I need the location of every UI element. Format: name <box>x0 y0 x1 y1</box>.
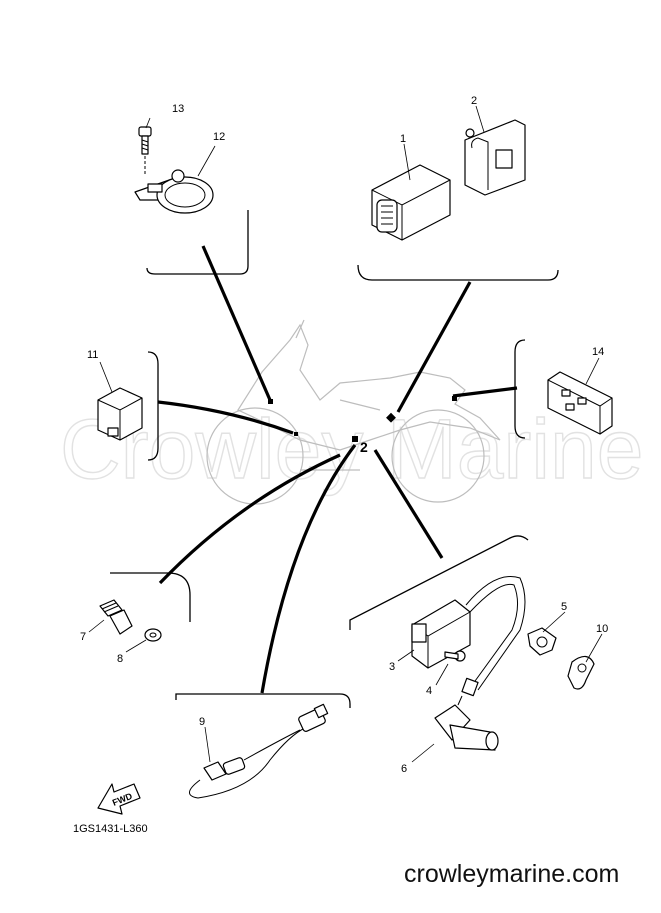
callout-10: 10 <box>596 623 608 635</box>
speed-sensor-7-icon <box>99 599 133 635</box>
connector-horn <box>201 245 272 401</box>
bracket-cdi <box>357 264 559 281</box>
callout-4: 4 <box>426 685 432 697</box>
sensor-9-icon <box>189 703 329 799</box>
callout-9: 9 <box>199 716 205 728</box>
fuse-box-14-icon <box>547 371 613 435</box>
connector-cdi <box>396 281 472 413</box>
callout-7: 7 <box>80 631 86 643</box>
bracket-coil <box>349 535 529 630</box>
connector-coil <box>373 449 444 559</box>
connector-relay <box>157 400 294 435</box>
callout-13: 13 <box>172 103 184 115</box>
washer-8-icon <box>144 628 162 642</box>
location-markers: 2 <box>268 396 457 455</box>
callout-2: 2 <box>471 95 477 107</box>
connector-fuse <box>452 386 518 398</box>
relay-11-icon <box>97 387 143 441</box>
leader-lines <box>88 105 603 763</box>
callout-5: 5 <box>561 601 567 613</box>
bracket-horn <box>146 210 249 275</box>
svg-text:2: 2 <box>360 439 368 455</box>
holder-2-icon <box>464 119 526 196</box>
horn-12-icon <box>134 169 214 214</box>
callout-8: 8 <box>117 653 123 665</box>
screw-4-icon <box>444 650 466 662</box>
plug-cap-6-icon <box>434 695 499 751</box>
callout-3: 3 <box>389 661 395 673</box>
site-url[interactable]: crowleymarine.com <box>404 860 619 888</box>
clamp-5-icon <box>527 627 557 656</box>
bracket-sensor <box>175 693 351 708</box>
bracket-relay <box>147 351 159 461</box>
clip-10-icon <box>567 655 595 690</box>
drawing-code: 1GS1431-L360 <box>73 823 148 835</box>
connector-speed <box>158 453 341 585</box>
callout-6: 6 <box>401 763 407 775</box>
callout-12: 12 <box>213 131 225 143</box>
bolt-13-icon <box>138 126 152 176</box>
callout-1: 1 <box>400 133 406 145</box>
cdi-unit-1-icon <box>371 164 451 241</box>
callout-11: 11 <box>87 349 98 361</box>
callout-14: 14 <box>592 346 604 358</box>
fwd-arrow-icon: FWD <box>97 783 141 815</box>
ignition-coil-3-icon <box>411 576 526 697</box>
connector-sensor <box>260 444 357 694</box>
